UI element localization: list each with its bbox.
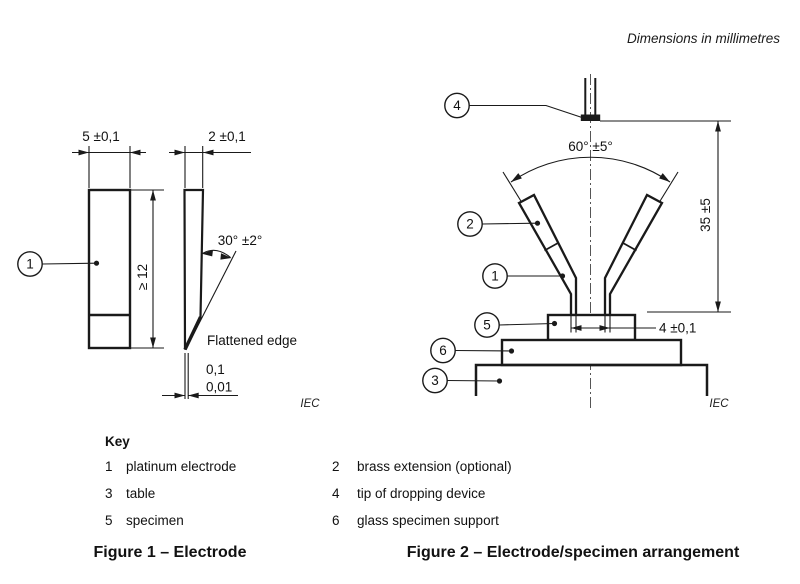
fig2-callout-4-number: 4 xyxy=(453,98,461,113)
fig2-callout-4: 4 xyxy=(444,92,583,119)
leader-dot xyxy=(93,260,100,266)
fig2-callout-2-number: 2 xyxy=(466,217,474,232)
fig2-callout-5-number: 5 xyxy=(483,318,491,333)
leader-dot xyxy=(559,273,566,279)
key-item-label: brass extension (optional) xyxy=(357,459,512,474)
key-item-number: 6 xyxy=(332,513,340,528)
leader-dot xyxy=(496,378,503,384)
fig2-callout-5: 5 xyxy=(474,312,558,338)
fig1-callout-1-number: 1 xyxy=(26,257,34,272)
leader-dot xyxy=(551,320,558,327)
fig2-callout-3: 3 xyxy=(422,367,503,394)
fig1-length-label: ≥ 12 xyxy=(135,264,150,290)
fig2-dropping-device-tip xyxy=(580,78,601,121)
fig1-bevel-edge xyxy=(183,316,203,351)
fig1-flattened-edge-label: Flattened edge xyxy=(207,333,297,348)
key-item-number: 4 xyxy=(332,486,340,501)
fig1-width-label: 5 ±0,1 xyxy=(82,129,119,144)
dimensions-note: Dimensions in millimetres xyxy=(626,31,780,46)
figure1-caption: Figure 1 – Electrode xyxy=(93,544,247,561)
fig1-electrode-front-view xyxy=(87,188,132,350)
fig2-callout-1-number: 1 xyxy=(491,269,499,284)
fig2-gap-dimension: 4 ±0,1 xyxy=(570,316,696,336)
fig2-callout-3-number: 3 xyxy=(431,373,439,388)
fig2-height-dimension: 35 ±5 xyxy=(600,120,731,313)
fig2-callout-6-number: 6 xyxy=(439,343,447,358)
fig1-flat-upper-label: 0,1 xyxy=(206,362,225,377)
key-item-label: specimen xyxy=(126,513,184,528)
fig1-flat-width-dimension: 0,1 0,01 xyxy=(162,353,238,399)
fig2-angle-dimension: 60° ±5° xyxy=(502,139,679,207)
fig2-callout-1: 1 xyxy=(482,263,566,289)
fig1-width-dimension: 5 ±0,1 xyxy=(72,129,146,188)
key-item-number: 2 xyxy=(332,459,340,474)
fig2-height-label: 35 ±5 xyxy=(698,198,713,232)
fig2-table xyxy=(474,363,709,396)
key-item-label: table xyxy=(126,486,156,501)
key-title: Key xyxy=(105,434,130,449)
fig2-iec-mark: IEC xyxy=(709,398,729,410)
fig2-right-electrode xyxy=(603,193,664,317)
key-item-label: tip of dropping device xyxy=(357,486,486,501)
fig2-glass-support xyxy=(500,338,683,367)
key-item-number: 1 xyxy=(105,459,113,474)
fig2-left-electrode xyxy=(517,193,578,317)
fig1-thickness-label: 2 ±0,1 xyxy=(208,129,245,144)
leader-dot xyxy=(508,348,515,354)
fig1-callout-1: 1 xyxy=(17,251,100,277)
key-item-label: platinum electrode xyxy=(126,459,237,474)
figure2-arrangement-drawing: 60° ±5° 35 ±5 xyxy=(422,74,731,410)
key-section: Key 1 platinum electrode 2 brass extensi… xyxy=(105,434,512,529)
fig2-angle-label: 60° ±5° xyxy=(568,139,612,154)
fig2-gap-label: 4 ±0,1 xyxy=(659,321,696,336)
fig1-flat-lower-label: 0,01 xyxy=(206,380,232,395)
key-item-label: glass specimen support xyxy=(357,513,499,528)
key-item-number: 3 xyxy=(105,486,113,501)
fig2-callout-2: 2 xyxy=(457,211,541,237)
fig1-thickness-dimension: 2 ±0,1 xyxy=(169,129,251,188)
fig1-iec-mark: IEC xyxy=(300,398,320,410)
fig1-electrode-side-view xyxy=(183,188,205,351)
key-item-number: 5 xyxy=(105,513,113,528)
technical-drawing: 5 ±0,1 2 ±0,1 xyxy=(17,74,731,410)
key-list: 1 platinum electrode 2 brass extension (… xyxy=(105,459,512,529)
fig2-callout-6: 6 xyxy=(430,337,515,364)
figure1-electrode-drawing: 5 ±0,1 2 ±0,1 xyxy=(17,129,320,410)
figure2-caption: Figure 2 – Electrode/specimen arrangemen… xyxy=(406,544,740,561)
fig1-angle-dimension: 30° ±2° xyxy=(185,233,262,350)
fig1-angle-label: 30° ±2° xyxy=(218,233,262,248)
leader-dot xyxy=(534,220,541,226)
fig1-length-dimension: ≥ 12 xyxy=(131,189,164,349)
